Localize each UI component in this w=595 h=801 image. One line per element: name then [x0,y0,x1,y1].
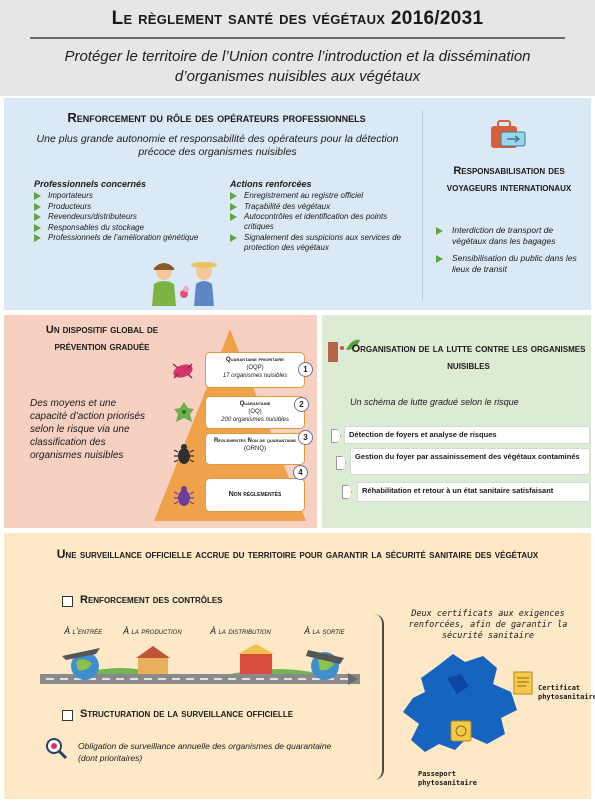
level-3-name: Réglementés Non de quarantaine [213,438,297,444]
page-subtitle: Protéger le territoire de l’Union contre… [64,48,531,85]
infested-branch-icon [328,339,360,362]
list-item: Responsables du stockage [34,223,214,233]
surveillance-title: Une surveillance officielle accrue du te… [56,547,539,561]
passport-document-icon [450,720,472,742]
bacteria-icon [172,363,193,379]
luggage-ticket-icon [491,120,526,148]
operators-subtitle: Une plus grande autonomie et responsabil… [36,133,399,158]
structuring-heading: Structuration de la surveillance officie… [80,708,294,720]
step-2-chevron [336,456,346,470]
level-1-detail: 17 organismes nuisibles [222,373,288,379]
beetle-icon [173,444,195,464]
list-item: Signalement des suspicions aux services … [230,233,410,253]
level-2-detail: 200 organismes nuisibles [221,417,289,423]
professionals-heading: Professionnels concernés [34,179,147,189]
stage-entry: À l’entrée [64,626,103,636]
travellers-title: Responsabilisation des voyageurs interna… [446,165,572,194]
fight-subtitle: Un schéma de lutte gradué selon le risqu… [350,397,519,407]
level-4-number: 4 [293,465,308,480]
level-1-name: Quarantaine prioritaire [226,357,284,363]
page-title: Le règlement santé des végétaux 2016/203… [111,8,484,29]
actions-list: Enregistrement au registre officiel Traç… [230,191,410,253]
farmers-illustration [152,262,217,306]
list-item: Importateurs [34,191,214,201]
list-item: Enregistrement au registre officiel [230,191,410,201]
list-item: Traçabilité des végétaux [230,202,410,212]
passport-label: Passeport phytosanitaire [418,770,478,787]
prevention-description: Des moyens et une capacité d’action prio… [30,398,146,461]
certificate-label: Certificat phytosanitaire [538,684,595,701]
diseased-leaf-icon [174,402,194,422]
stage-production: À la production [123,626,182,636]
level-1-code: (OQP) [246,365,264,371]
obligation-text: Obligation de surveillance annuelle des … [78,741,332,763]
magnifier-bug-icon [46,738,68,760]
purple-beetle-icon [173,486,195,506]
level-2-number: 2 [294,397,309,412]
travellers-list: Interdiction de transport de végétaux da… [436,225,586,281]
level-2-code: (OQ) [248,409,262,415]
level-1-number: 1 [298,362,313,377]
operators-title: Renforcement du rôle des opérateurs prof… [67,110,366,125]
level-4-box: Non réglementés [205,478,305,512]
list-item: Sensibilisation du public dans les lieux… [436,253,586,275]
step-3: Réhabilitation et retour à un état sanit… [357,482,590,502]
professionals-list: Importateurs Producteurs Revendeurs/dist… [34,191,214,244]
stage-distribution: À la distribution [210,626,271,636]
list-item: Professionnels de l’amélioration génétiq… [34,233,214,243]
level-4-name: Non réglementés [228,491,282,498]
level-1-box: Quarantaine prioritaire (OQP) 17 organis… [205,352,305,388]
step-3-chevron [342,485,352,499]
fight-title: Organisation de la lutte contre les orga… [351,343,586,372]
step-1: Détection de foyers et analyse de risque… [344,426,590,444]
list-item: Interdiction de transport de végétaux da… [436,225,586,247]
prevention-title: Un dispositif global de prévention gradu… [45,324,159,353]
stage-exit: À la sortie [304,626,345,636]
controls-heading: Renforcement des contrôles [80,594,223,606]
level-2-box: Quarantaine (OQ) 200 organismes nuisible… [205,396,305,429]
step-2: Gestion du foyer par assainissement des … [350,448,590,475]
controls-checkbox-icon [62,596,73,607]
certificate-document-icon [513,671,533,695]
list-item: Revendeurs/distributeurs [34,212,214,222]
level-2-name: Quarantaine [239,401,271,407]
title-divider [30,37,565,39]
bracket [370,614,384,780]
list-item: Producteurs [34,202,214,212]
supply-chain-illustration [40,644,360,685]
actions-heading: Actions renforcées [230,179,312,189]
level-3-code: (ORNQ) [244,446,266,452]
list-item: Autocontrôles et identification des poin… [230,212,410,232]
structuring-checkbox-icon [62,710,73,721]
level-3-number: 3 [298,430,313,445]
step-1-chevron [331,429,341,443]
level-3-box: Réglementés Non de quarantaine (ORNQ) [205,433,305,465]
europe-map [403,654,517,752]
header-banner [0,0,595,96]
operators-divider [422,110,423,300]
certificates-text: Deux certificats aux exigences renforcée… [408,609,568,641]
